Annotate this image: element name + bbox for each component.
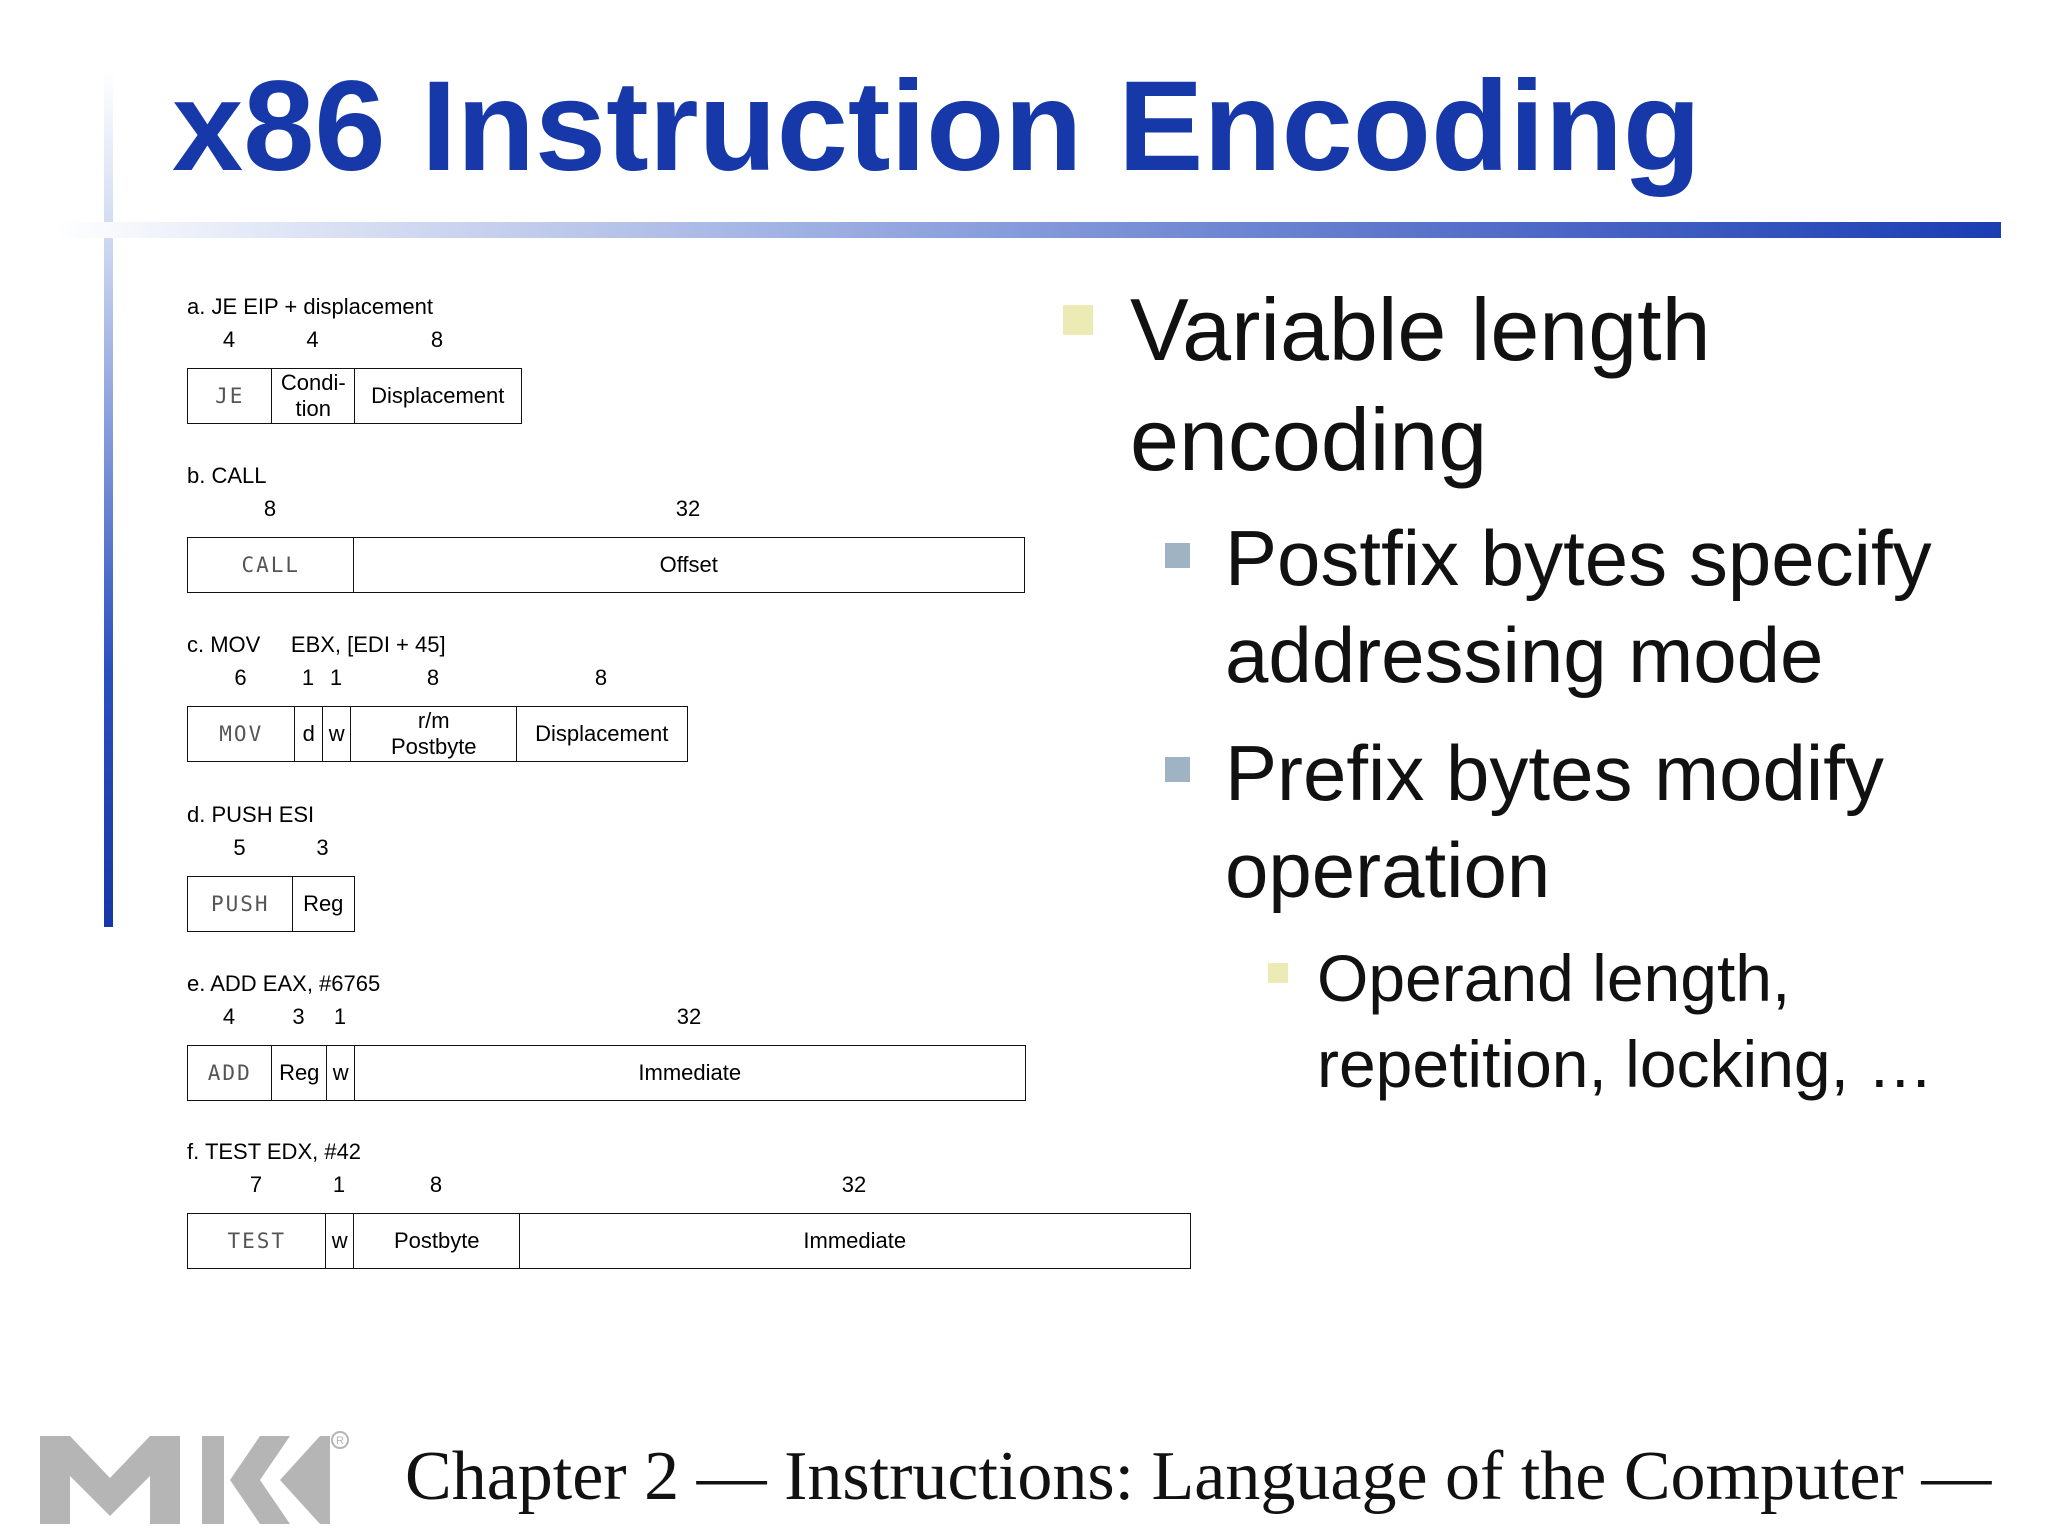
- field-text: CALL: [241, 553, 301, 577]
- encoding-label: d. PUSH ESI: [187, 802, 315, 827]
- bit-width-label: 4: [306, 327, 319, 352]
- encoding-label: b. CALL: [187, 463, 267, 488]
- bit-width-label: 32: [675, 496, 701, 521]
- bullet-level2-postfix: Postfix bytes specify addressing mode: [1225, 514, 1932, 699]
- encoding-field: Reg: [292, 876, 355, 932]
- encoding-field: w: [325, 1213, 355, 1269]
- field-text: Reg: [303, 891, 344, 916]
- encoding-field: Immediate: [519, 1213, 1191, 1269]
- bit-width-label: 32: [676, 1004, 702, 1029]
- bit-width-label: 1: [301, 665, 315, 690]
- slide-title: x86 Instruction Encoding: [172, 55, 1702, 198]
- opcode-field: JE: [187, 368, 273, 424]
- encoding-field: d: [294, 706, 324, 762]
- field-text: w: [332, 1060, 349, 1085]
- bullet-square-icon: [1268, 963, 1288, 983]
- svg-text:R: R: [336, 1435, 344, 1447]
- field-text: w: [331, 1228, 348, 1253]
- footer-chapter-text: Chapter 2 — Instructions: Language of th…: [405, 1438, 1992, 1515]
- field-text: Postbyte: [393, 1228, 480, 1253]
- bit-width-label: 8: [263, 496, 277, 521]
- field-text: PUSH: [210, 892, 270, 916]
- opcode-field: MOV: [187, 706, 296, 762]
- opcode-field: CALL: [187, 537, 355, 593]
- field-text: Immediate: [803, 1228, 907, 1253]
- field-text: Condi- tion: [280, 370, 346, 421]
- encoding-field: Offset: [353, 537, 1025, 593]
- opcode-field: TEST: [187, 1213, 327, 1269]
- bit-width-label: 4: [222, 327, 236, 352]
- mk-publisher-logo: R: [40, 1431, 349, 1524]
- bit-width-label: 6: [234, 665, 247, 690]
- encoding-field: Displacement: [516, 706, 688, 762]
- field-text: w: [328, 721, 345, 746]
- opcode-field: PUSH: [187, 876, 294, 932]
- encoding-label: c. MOV EBX, [EDI + 45]: [187, 632, 446, 657]
- encoding-field: Immediate: [354, 1045, 1026, 1101]
- bit-width-label: 32: [841, 1172, 867, 1197]
- encoding-label: a. JE EIP + displacement: [187, 294, 434, 319]
- encoding-field: w: [322, 706, 352, 762]
- bit-width-label: 8: [426, 665, 440, 690]
- field-text: Displacement: [371, 383, 505, 408]
- field-text: ADD: [207, 1061, 252, 1085]
- encoding-field: w: [326, 1045, 356, 1101]
- field-text: Displacement: [535, 721, 669, 746]
- bit-width-label: 1: [333, 1004, 347, 1029]
- field-text: MOV: [219, 722, 264, 746]
- bit-width-label: 7: [249, 1172, 263, 1197]
- field-text: r/m Postbyte: [390, 708, 477, 759]
- field-text: TEST: [227, 1229, 287, 1253]
- bullet-level1: Variable length encoding: [1130, 280, 1711, 489]
- bit-width-label: 8: [594, 665, 608, 690]
- bit-width-label: 8: [429, 1172, 443, 1197]
- encoding-field: r/m Postbyte: [350, 706, 518, 762]
- field-text: Immediate: [638, 1060, 742, 1085]
- encoding-field: Reg: [271, 1045, 328, 1101]
- bit-width-label: 3: [292, 1004, 305, 1029]
- bit-width-label: 1: [332, 1172, 346, 1197]
- opcode-field: ADD: [187, 1045, 273, 1101]
- encoding-label: e. ADD EAX, #6765: [187, 971, 381, 996]
- bit-width-label: 4: [222, 1004, 236, 1029]
- bit-width-label: 8: [430, 327, 444, 352]
- bullet-level2-prefix: Prefix bytes modify operation: [1225, 729, 1884, 914]
- bit-width-label: 3: [316, 835, 329, 860]
- field-text: JE: [215, 384, 245, 408]
- bullet-level3-operand: Operand length, repetition, locking, …: [1317, 941, 1934, 1101]
- encoding-field: Condi- tion: [271, 368, 356, 424]
- encoding-field: Postbyte: [353, 1213, 521, 1269]
- field-text: Offset: [659, 552, 718, 577]
- field-text: d: [302, 721, 315, 746]
- bit-width-label: 5: [233, 835, 246, 860]
- encoding-label: f. TEST EDX, #42: [187, 1139, 362, 1164]
- bit-width-label: 1: [329, 665, 343, 690]
- encoding-field: Displacement: [354, 368, 522, 424]
- title-underline-bar: [55, 222, 2001, 238]
- field-text: Reg: [279, 1060, 320, 1085]
- accent-vertical-bar: [104, 70, 113, 927]
